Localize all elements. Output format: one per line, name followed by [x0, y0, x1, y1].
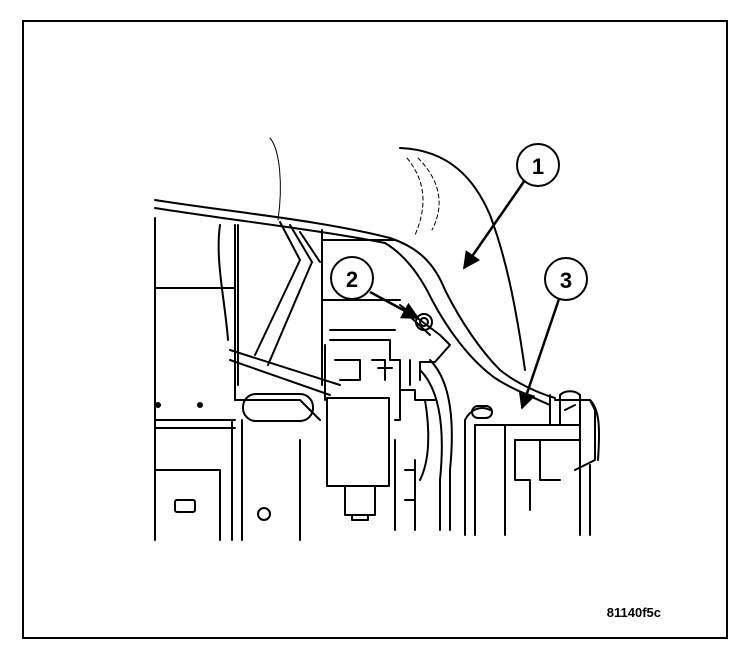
connector-housing: [464, 390, 601, 536]
leader-arrow-3: [518, 295, 562, 410]
callout-1: 1: [516, 143, 560, 187]
callout-number-2: 2: [346, 267, 358, 292]
lower-housing: [154, 402, 301, 541]
callout-3: 3: [544, 257, 588, 301]
oval-slot: [242, 393, 314, 422]
leader-lines: [369, 179, 562, 410]
shroud: [394, 359, 453, 531]
upper-trim-edge: [154, 199, 556, 406]
callout-number-1: 1: [532, 154, 544, 179]
dash-panel-outline: [269, 137, 526, 371]
figure-code: 81140f5c: [607, 605, 661, 620]
switch-body: [324, 339, 436, 521]
leader-arrow-1: [462, 179, 527, 270]
diagram-drawing: [154, 137, 601, 541]
callout-2: 2: [330, 256, 374, 300]
leader-arrow-2: [369, 290, 420, 320]
callout-number-3: 3: [560, 268, 572, 293]
mounting-bracket: [399, 304, 451, 386]
figure-frame: [22, 20, 728, 639]
left-bracket: [154, 217, 341, 456]
